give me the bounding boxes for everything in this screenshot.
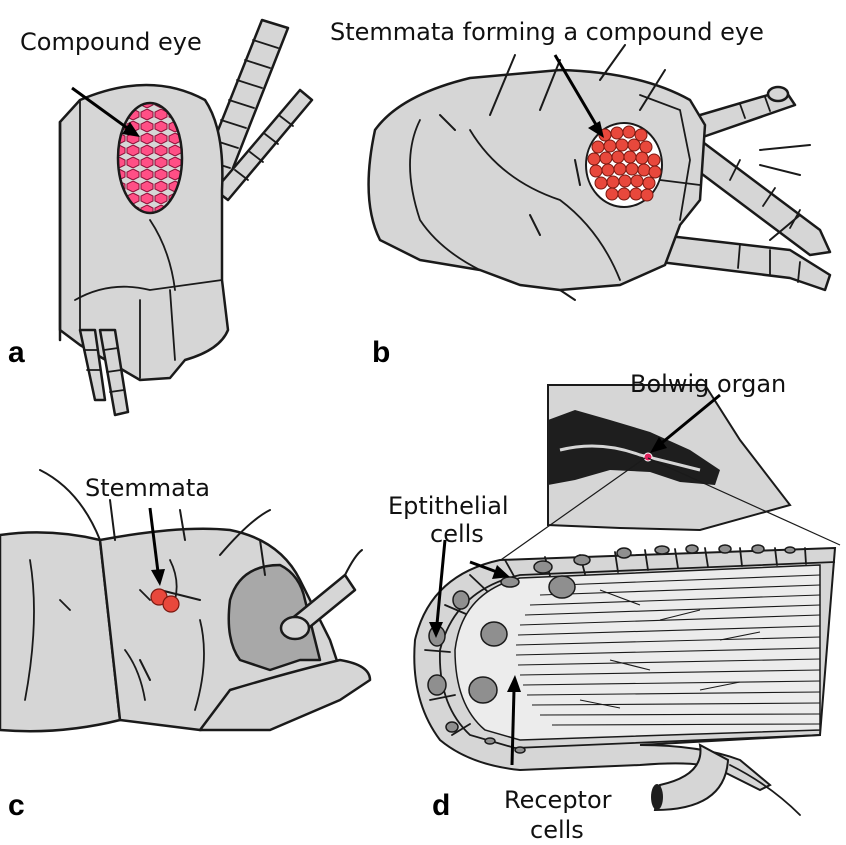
panel-label-a: a — [8, 336, 25, 369]
compound-eye — [118, 103, 182, 213]
panel-b-larval-head — [369, 45, 830, 300]
panel-c-caterpillar-head — [0, 470, 370, 731]
label-stemmata: Stemmata — [85, 474, 210, 502]
label-epithelial-1: Eptithelial — [388, 492, 509, 520]
panel-a-insect-head — [60, 20, 312, 415]
panel-label-d: d — [432, 789, 450, 822]
panel-label-b: b — [372, 336, 390, 369]
label-receptor-1: Receptor — [504, 786, 612, 814]
stemmata-cluster — [586, 123, 662, 207]
label-stemmata-compound: Stemmata forming a compound eye — [330, 18, 764, 46]
label-compound-eye: Compound eye — [20, 28, 202, 56]
panel-d-bolwig-organ — [414, 385, 840, 815]
label-bolwig-organ: Bolwig organ — [630, 370, 786, 398]
panel-label-c: c — [8, 789, 25, 822]
label-epithelial-2: cells — [430, 520, 484, 548]
label-receptor-2: cells — [530, 816, 584, 844]
